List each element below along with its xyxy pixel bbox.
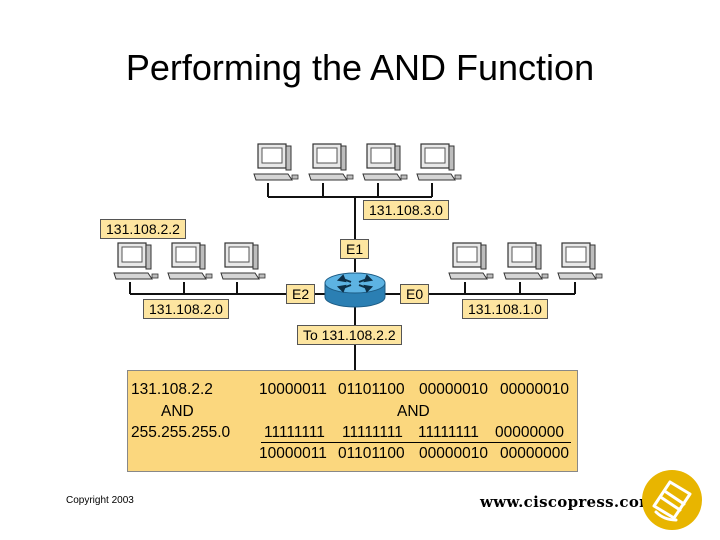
cisco-press-logo-icon <box>642 470 702 530</box>
and-operation-table: 131.108.2.2 AND 255.255.255.0 10000011 0… <box>127 370 578 472</box>
computer-icon <box>362 143 408 181</box>
destination-label: To 131.108.2.2 <box>297 325 402 345</box>
computer-icon <box>503 242 549 280</box>
computer-icon <box>308 143 354 181</box>
subnet-mask-text: 255.255.255.0 <box>131 424 231 441</box>
mask-binary-octet-3: 11111111 <box>418 424 479 441</box>
and-operator-right: AND <box>397 403 430 420</box>
and-operator-left: AND <box>161 403 194 420</box>
ip-binary-octet-2: 01101100 <box>338 381 405 398</box>
ip-binary-octet-4: 00000010 <box>500 381 569 398</box>
ip-binary-octet-1: 10000011 <box>259 381 327 398</box>
mask-binary-octet-1: 11111111 <box>264 424 325 441</box>
interface-e2-label: E2 <box>286 284 316 304</box>
left-segment-label: 131.108.2.0 <box>143 299 229 319</box>
result-binary-octet-2: 01101100 <box>338 445 405 462</box>
result-binary-octet-1: 10000011 <box>259 445 327 462</box>
mask-binary-octet-2: 11111111 <box>342 424 403 441</box>
router-icon <box>324 272 386 308</box>
top-segment <box>267 183 433 272</box>
computer-icon <box>220 242 266 280</box>
ip-address-text: 131.108.2.2 <box>131 381 213 398</box>
computer-icon <box>448 242 494 280</box>
top-segment-label: 131.108.3.0 <box>363 200 449 220</box>
result-binary-octet-3: 00000010 <box>419 445 488 462</box>
computer-icon <box>416 143 462 181</box>
interface-e1-label: E1 <box>340 239 370 259</box>
computer-icon <box>557 242 603 280</box>
slide-title: Performing the AND Function <box>125 47 595 88</box>
ip-binary-octet-3: 00000010 <box>419 381 488 398</box>
host-address-label: 131.108.2.2 <box>100 219 186 239</box>
website-link[interactable]: www.ciscopress.com <box>480 493 656 511</box>
right-segment-label: 131.108.1.0 <box>462 299 548 319</box>
result-divider <box>261 442 571 443</box>
computer-icon <box>253 143 299 181</box>
mask-binary-octet-4: 00000000 <box>495 424 564 441</box>
copyright-text: Copyright 2003 <box>66 495 134 506</box>
interface-e0-label: E0 <box>400 284 430 304</box>
computer-icon <box>167 242 213 280</box>
result-binary-octet-4: 00000000 <box>500 445 569 462</box>
computer-icon <box>113 242 159 280</box>
